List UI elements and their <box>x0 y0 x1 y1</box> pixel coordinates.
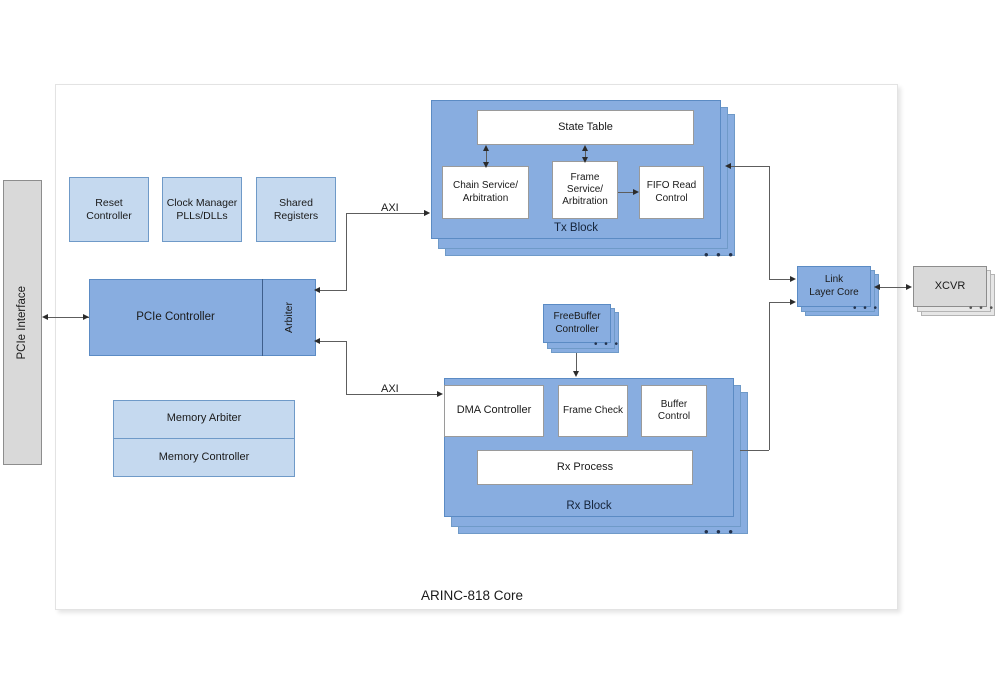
freebuffer-controller-label: FreeBuffer Controller <box>553 311 601 335</box>
connector-tx-to-link-vertical <box>769 166 770 279</box>
arrowhead-tx-to-link <box>790 275 796 282</box>
pcie-interface-block: PCIe Interface <box>3 180 42 465</box>
axi-top-label: AXI <box>381 202 399 214</box>
reset-controller-label: Reset Controller <box>86 196 132 222</box>
arbiter-block: Arbiter <box>263 279 316 356</box>
xcvr-block: XCVR <box>913 266 987 307</box>
buffer-control-block: Buffer Control <box>641 385 707 437</box>
rx-process-label: Rx Process <box>556 460 614 473</box>
arrowhead-to-pcie-interface <box>42 313 48 320</box>
connector-axi-bottom-vertical <box>346 341 347 394</box>
memory-arbiter-label: Memory Arbiter <box>166 412 242 425</box>
arrowhead-chain-to-state-table <box>483 145 489 151</box>
pcie-controller-block: PCIe Controller <box>89 279 262 356</box>
frame-check-label: Frame Check <box>562 404 623 416</box>
memory-divider <box>113 438 295 439</box>
link-layer-stack-dots: • • • <box>853 303 880 314</box>
fifo-read-control-label: FIFO Read Control <box>646 180 697 204</box>
pcie-arbiter-divider <box>262 279 263 356</box>
arrowhead-state-table-to-chain <box>483 162 489 168</box>
frame-service-label: Frame Service/ Arbitration <box>562 171 608 208</box>
state-table-block: State Table <box>477 110 694 145</box>
memory-controller-block: Memory Controller <box>113 439 295 477</box>
rx-block-stack-dots: • • • <box>704 524 735 539</box>
connector-tx-to-link-horizontal-top <box>727 166 769 167</box>
arrowhead-axi-top-to-arbiter <box>314 286 320 293</box>
tx-block-stack-dots: • • • <box>704 247 735 262</box>
connector-rx-to-link-horizontal-top <box>769 302 791 303</box>
rx-process-block: Rx Process <box>477 450 693 485</box>
shared-registers-label: Shared Registers <box>273 196 319 222</box>
arrowhead-rx-to-link <box>790 298 796 305</box>
arrowhead-axi-bottom-to-rx <box>437 390 443 397</box>
arrowhead-link-to-xcvr <box>906 283 912 290</box>
link-layer-core-label: Link Layer Core <box>809 274 859 298</box>
arrowhead-freebuffer-to-rx <box>573 371 579 377</box>
dma-controller-label: DMA Controller <box>456 404 532 417</box>
frame-check-block: Frame Check <box>558 385 628 437</box>
clock-manager-label: Clock Manager PLLs/DLLs <box>166 196 238 222</box>
fifo-read-control-block: FIFO Read Control <box>639 166 704 219</box>
connector-arbiter-axi-top-stub <box>316 290 346 291</box>
link-layer-core-block: Link Layer Core <box>797 266 871 307</box>
clock-manager-block: Clock Manager PLLs/DLLs <box>162 177 242 242</box>
connector-rx-link-stub <box>740 450 741 451</box>
dma-controller-block: DMA Controller <box>444 385 544 437</box>
arrowhead-tx-input-marker <box>424 209 430 216</box>
connector-axi-bottom-horizontal <box>346 394 438 395</box>
connector-frame-to-fifo <box>618 192 634 193</box>
reset-controller-block: Reset Controller <box>69 177 149 242</box>
connector-axi-top-horizontal <box>346 213 425 214</box>
connector-rx-to-link-vertical <box>769 302 770 450</box>
xcvr-label: XCVR <box>934 279 966 292</box>
rx-block-caption: Rx Block <box>566 500 612 512</box>
pcie-interface-label: PCIe Interface <box>16 285 29 360</box>
shared-registers-block: Shared Registers <box>256 177 336 242</box>
arrowhead-xcvr-to-link <box>874 283 880 290</box>
state-table-label: State Table <box>558 120 613 133</box>
arrowhead-frame-to-state-table <box>582 145 588 151</box>
arrowhead-axi-bottom-to-arbiter <box>314 337 320 344</box>
memory-arbiter-block: Memory Arbiter <box>113 400 295 438</box>
connector-chain-to-state-table <box>486 148 487 166</box>
arbiter-label: Arbiter <box>283 302 296 333</box>
connector-frame-to-state-table <box>585 148 586 161</box>
tx-block-caption: Tx Block <box>553 222 599 234</box>
connector-tx-to-link-horizontal-bottom <box>769 279 791 280</box>
pcie-controller-arbiter-group <box>89 279 316 356</box>
arrowhead-state-table-to-frame <box>582 157 588 163</box>
connector-pcie-interface-to-controller <box>44 317 89 318</box>
freebuffer-stack-dots: • • • <box>594 339 621 350</box>
connector-axi-top-vertical <box>346 213 347 291</box>
frame-service-arbitration-block: Frame Service/ Arbitration <box>552 161 618 219</box>
freebuffer-controller-block: FreeBuffer Controller <box>543 304 611 343</box>
connector-arbiter-axi-bottom-stub <box>316 341 346 342</box>
arrowhead-frame-to-fifo <box>633 188 639 195</box>
connector-freebuffer-to-rx <box>576 353 577 375</box>
pcie-controller-label: PCIe Controller <box>136 311 215 324</box>
connector-link-to-xcvr <box>876 287 907 288</box>
arrowhead-link-to-tx <box>725 162 731 169</box>
chain-service-arbitration-block: Chain Service/ Arbitration <box>442 166 529 219</box>
buffer-control-label: Buffer Control <box>657 398 691 422</box>
xcvr-stack-dots: • • • <box>969 303 996 314</box>
page-title: ARINC-818 Core <box>421 588 524 603</box>
axi-bottom-label: AXI <box>381 383 399 395</box>
connector-rx-to-link-horizontal-bottom <box>740 450 769 451</box>
memory-controller-label: Memory Controller <box>158 451 250 464</box>
chain-service-label: Chain Service/ Arbitration <box>452 180 519 204</box>
arrowhead-to-pcie-controller <box>83 313 89 320</box>
